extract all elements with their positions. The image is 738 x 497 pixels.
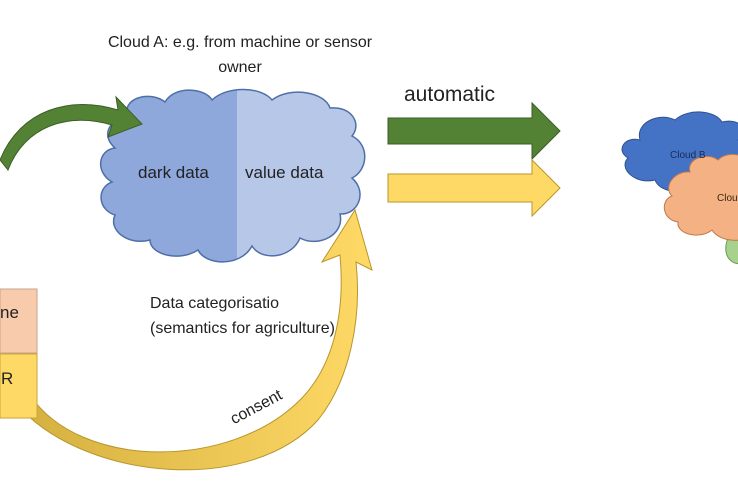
cloud-b-label: Cloud B: [670, 150, 706, 161]
cloud-c-label: Clou: [717, 193, 738, 204]
left-box-top-label: ne: [0, 303, 19, 322]
automatic-arrow: [387, 101, 561, 161]
cloud-a-title: Cloud A: e.g. from machine or sensor own…: [107, 34, 373, 76]
value-data-label: value data: [245, 163, 324, 182]
left-box-bottom: [0, 353, 38, 419]
data-categorisation-label: Data categorisatio (semantics for agricu…: [150, 295, 335, 337]
green-curved-arrow: [0, 95, 143, 171]
left-box-bottom-label: R: [1, 369, 14, 388]
yellow-curved-arrow: [21, 208, 373, 471]
automatic-label: automatic: [404, 83, 496, 106]
cloud-a-outline: [100, 88, 366, 263]
cloud-c: [663, 153, 738, 241]
left-box-top: [0, 288, 38, 354]
consent-arrow: [387, 158, 561, 218]
cloud-a: [100, 88, 366, 263]
dark-data-label: dark data: [138, 163, 209, 182]
